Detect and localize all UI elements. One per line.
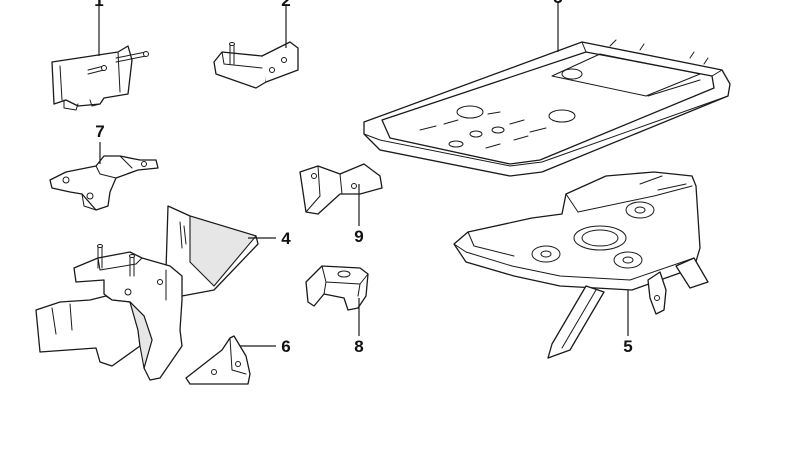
callout-4: 4 bbox=[281, 229, 291, 248]
part-2-bracket bbox=[213, 41, 299, 89]
callouts: 1 2 3 4 5 6 7 8 9 bbox=[94, 0, 632, 356]
part-3-battery-tray bbox=[363, 39, 731, 177]
callout-6: 6 bbox=[281, 337, 290, 356]
part-9-bracket bbox=[299, 163, 383, 215]
callout-8: 8 bbox=[354, 337, 363, 356]
part-7-bracket bbox=[49, 155, 159, 211]
part-6-bracket bbox=[185, 335, 251, 385]
callout-3: 3 bbox=[553, 0, 562, 7]
callout-2: 2 bbox=[281, 0, 290, 10]
leader-lines bbox=[98, 2, 629, 347]
callout-1: 1 bbox=[94, 0, 103, 10]
part-4-bracket-assembly bbox=[35, 205, 259, 381]
callout-9: 9 bbox=[354, 227, 363, 246]
callout-7: 7 bbox=[95, 122, 104, 141]
part-8-clip bbox=[305, 265, 369, 311]
part-5-mount-plate bbox=[453, 171, 709, 359]
callout-5: 5 bbox=[623, 337, 632, 356]
part-1-bracket bbox=[51, 45, 149, 111]
